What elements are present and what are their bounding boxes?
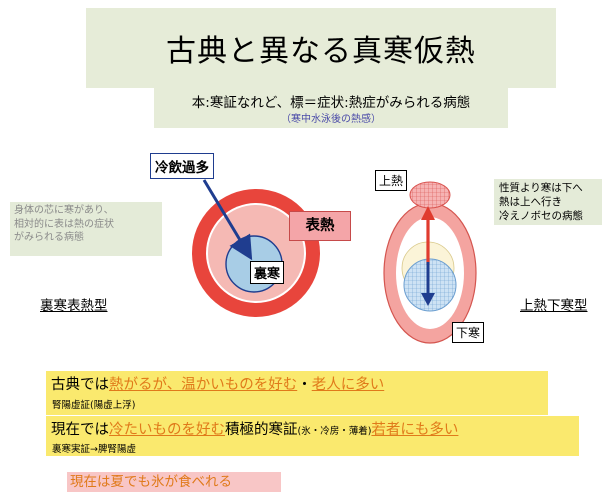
cold-sinking-arrowhead: [421, 293, 435, 306]
right-description-note: 性質より寒は下へ 熱は上へ行き 冷えノボセの病態: [494, 179, 602, 225]
heat-rising-arrowhead: [421, 206, 435, 220]
modern-main-line: 現在では冷たいものを好む積極的寒証(氷・冷房・薄着)若者にも多い: [51, 418, 458, 439]
modern-middle: 積極的寒証: [225, 422, 298, 438]
page-title: 古典と異なる真寒仮熱: [166, 34, 476, 69]
left-type-label: 裏寒表熱型: [40, 298, 108, 314]
modern-sub-line: 裏寒実証→脾腎陽虚: [52, 444, 136, 455]
modern-highlight-1: 冷たいものを好む: [109, 422, 225, 438]
footer-note: 現在は夏でも氷が食べれる: [67, 472, 281, 492]
subtitle-definition: 本:寒証なれど、標＝症状:熱症がみられる病態: [191, 95, 471, 111]
right-note-line: 冷えノボセの病態: [499, 210, 583, 222]
left-note-line: 身体の芯に寒があり、: [14, 205, 114, 216]
modern-prefix: 現在では: [51, 422, 109, 438]
modern-highlight-2: 若者にも多い: [371, 422, 459, 438]
classic-main-line: 古典では熱がるが、温かいものを好む・老人に多い: [51, 373, 384, 394]
cold-intake-arrow: [202, 179, 253, 261]
right-note-line: 熱は上へ行き: [499, 196, 562, 208]
modern-note-box: 現在では冷たいものを好む積極的寒証(氷・冷房・薄着)若者にも多い 裏寒実証→脾腎…: [46, 416, 579, 456]
classic-separator: ・: [297, 377, 312, 393]
right-type-label: 上熱下寒型: [520, 298, 588, 314]
classic-prefix: 古典では: [51, 377, 109, 393]
left-description-note: 身体の芯に寒があり、 相対的に表は熱の症状 がみられる病態: [10, 202, 162, 256]
classic-note-box: 古典では熱がるが、温かいものを好む・老人に多い 腎陽虚証(陽虚上浮): [46, 371, 548, 415]
right-note-line: 性質より寒は下へ: [499, 182, 583, 194]
classic-highlight-1: 熱がるが、温かいものを好む: [109, 377, 298, 393]
left-note-line: 相対的に表は熱の症状: [14, 218, 114, 230]
classic-sub-line: 腎陽虚証(陽虚上浮): [52, 400, 136, 411]
left-note-line: がみられる病態: [14, 232, 84, 243]
cause-label-box: 冷飲過多: [150, 153, 214, 179]
lower-cold-label: 下寒: [452, 322, 485, 343]
modern-paren: (氷・冷房・薄着): [297, 426, 372, 437]
surface-heat-label: 表熱: [289, 211, 351, 241]
upper-heat-label: 上熱: [375, 170, 408, 191]
title-box: 古典と異なる真寒仮熱: [86, 8, 556, 88]
subtitle-example: （寒中水泳後の熱感）: [281, 114, 381, 125]
lower-cold-circle: [403, 258, 457, 312]
interior-cold-label: 裏寒: [250, 261, 285, 284]
upper-heat-ellipse: [409, 181, 451, 209]
subtitle-box: 本:寒証なれど、標＝症状:熱症がみられる病態 （寒中水泳後の熱感）: [154, 88, 508, 128]
classic-highlight-2: 老人に多い: [311, 377, 385, 393]
